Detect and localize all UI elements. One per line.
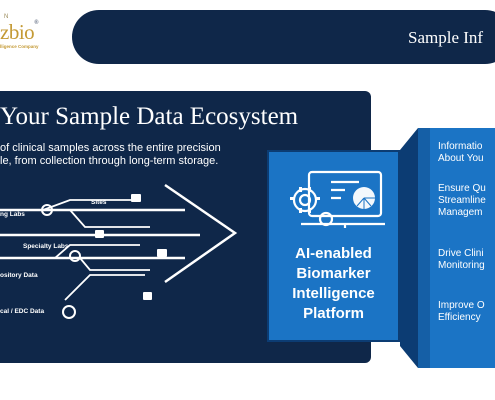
data-flow-arrows [0, 183, 238, 319]
logo-top-text: N [4, 14, 12, 20]
benefit-line: Ensure Qu [438, 183, 486, 194]
description-line: le, from collection through long-term st… [0, 155, 219, 167]
ecosystem-description: of clinical samples across the entire pr… [0, 142, 270, 168]
benefit-item: Ensure Qu Streamline Managem [438, 183, 486, 219]
benefit-line: Improve O [438, 300, 485, 311]
company-logo: N zbio® lligence Company [0, 0, 60, 60]
node-square [157, 249, 167, 257]
platform-title-line: AI-enabled [295, 245, 372, 262]
platform-title-line: Platform [303, 305, 364, 322]
description-line: of clinical samples across the entire pr… [0, 142, 221, 154]
flow-connectors [42, 199, 150, 301]
node-square [95, 230, 104, 238]
benefit-line: Streamline [438, 195, 486, 206]
ai-platform-title: AI-enabled Biomarker Intelligence Platfo… [269, 244, 398, 324]
logo-registered-mark: ® [34, 20, 39, 26]
flow-label-specialty-labs: Specialty Labs [23, 243, 69, 250]
benefit-item: Informatio About You [438, 141, 484, 165]
platform-title-line: Biomarker [296, 265, 371, 282]
node-circle [62, 305, 76, 319]
node-square [143, 292, 152, 300]
gear-monitor-icon [290, 170, 385, 228]
node-circle [41, 204, 53, 216]
flow-label-labs: ng Labs [0, 211, 25, 218]
benefit-item: Drive Clini Monitoring [438, 248, 485, 272]
flow-label-edc: cal / EDC Data [0, 308, 45, 315]
flow-label-sites: Sites [91, 199, 107, 206]
logo-brand: zbio [0, 20, 35, 44]
platform-title-line: Intelligence [292, 285, 375, 302]
flow-label-repository: ository Data [0, 272, 38, 279]
logo-wordmark: zbio® [0, 20, 39, 45]
page-title: Sample Inf [408, 28, 484, 47]
benefit-item: Improve O Efficiency [438, 300, 485, 324]
benefit-line: Managem [438, 207, 483, 218]
ecosystem-title: Your Sample Data Ecosystem [0, 103, 299, 130]
benefits-ribbon [400, 128, 495, 368]
benefit-line: Informatio [438, 141, 483, 152]
logo-tagline: lligence Company [0, 44, 39, 49]
benefit-line: Monitoring [438, 260, 485, 271]
benefit-line: About You [438, 153, 484, 164]
benefit-line: Efficiency [438, 312, 481, 323]
benefit-line: Drive Clini [438, 248, 484, 259]
logo-tagline-text: lligence Company [0, 44, 39, 49]
node-square [131, 194, 141, 202]
node-circle [69, 250, 81, 262]
header-banner: Sample Inf [72, 10, 495, 64]
